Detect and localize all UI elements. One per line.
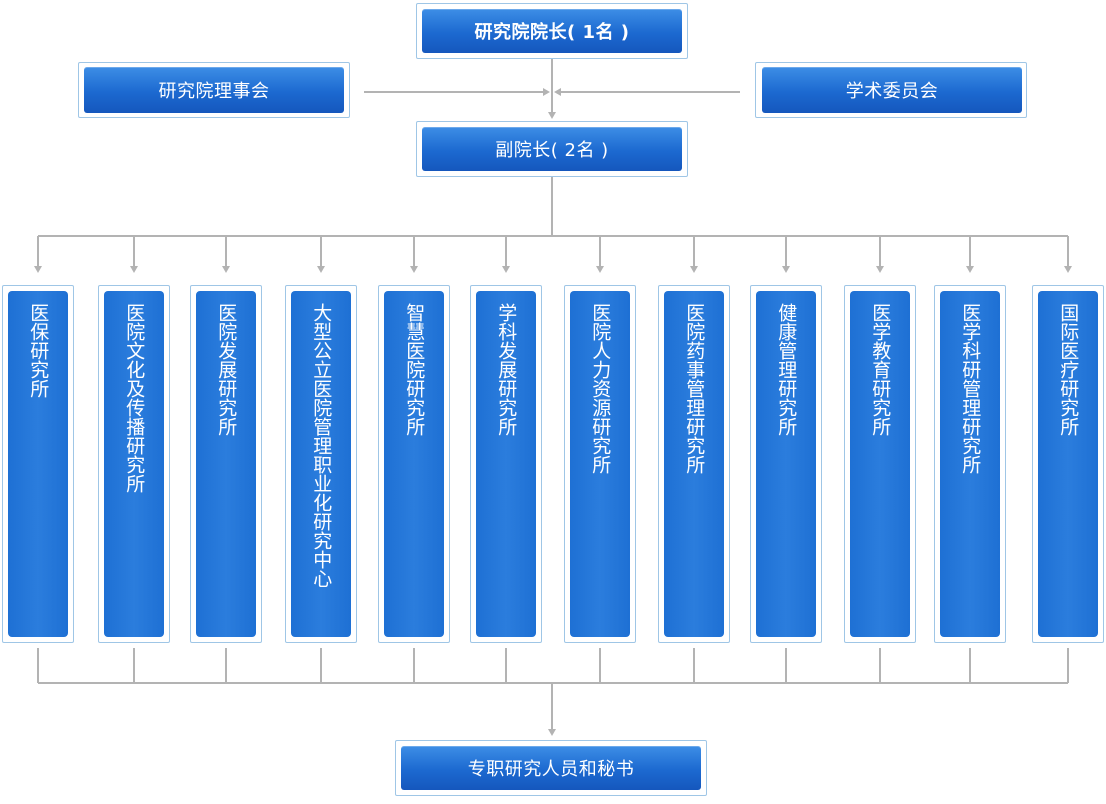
research-unit-box[interactable]: 医学科研管理研究所 bbox=[940, 291, 1000, 637]
research-unit-box[interactable]: 学科发展研究所 bbox=[476, 291, 536, 637]
vice-director-box[interactable]: 副院长( 2名 ) bbox=[422, 127, 682, 171]
arrow-to-unit bbox=[130, 266, 138, 273]
committee-box[interactable]: 学术委员会 bbox=[762, 67, 1022, 113]
arrow-to-unit bbox=[596, 266, 604, 273]
arrow-to-unit bbox=[1064, 266, 1072, 273]
research-unit-box[interactable]: 医院人力资源研究所 bbox=[570, 291, 630, 637]
research-unit-box[interactable]: 医院发展研究所 bbox=[196, 291, 256, 637]
research-unit-box[interactable]: 医院文化及传播研究所 bbox=[104, 291, 164, 637]
arrow-to-unit bbox=[222, 266, 230, 273]
research-unit-box[interactable]: 医学教育研究所 bbox=[850, 291, 910, 637]
arrow-to-unit bbox=[410, 266, 418, 273]
research-unit-box[interactable]: 医保研究所 bbox=[8, 291, 68, 637]
arrow-to-unit bbox=[966, 266, 974, 273]
research-unit-box[interactable]: 国际医疗研究所 bbox=[1038, 291, 1098, 637]
arrow-to-unit bbox=[876, 266, 884, 273]
research-unit-box[interactable]: 健康管理研究所 bbox=[756, 291, 816, 637]
director-box[interactable]: 研究院院长( 1名 ) bbox=[422, 9, 682, 53]
council-box[interactable]: 研究院理事会 bbox=[84, 67, 344, 113]
arrow-to-vice bbox=[548, 112, 556, 119]
research-unit-box[interactable]: 大型公立医院管理职业化研究中心 bbox=[291, 291, 351, 637]
arrow-to-unit bbox=[502, 266, 510, 273]
arrow-to-unit bbox=[317, 266, 325, 273]
research-unit-box[interactable]: 智慧医院研究所 bbox=[384, 291, 444, 637]
arrow-to-unit bbox=[690, 266, 698, 273]
arrow-from-committee bbox=[554, 88, 561, 96]
arrow-to-staff bbox=[548, 729, 556, 736]
arrow-from-council bbox=[543, 88, 550, 96]
arrow-to-unit bbox=[782, 266, 790, 273]
staff-box[interactable]: 专职研究人员和秘书 bbox=[401, 746, 701, 790]
research-unit-box[interactable]: 医院药事管理研究所 bbox=[664, 291, 724, 637]
arrow-to-unit bbox=[34, 266, 42, 273]
